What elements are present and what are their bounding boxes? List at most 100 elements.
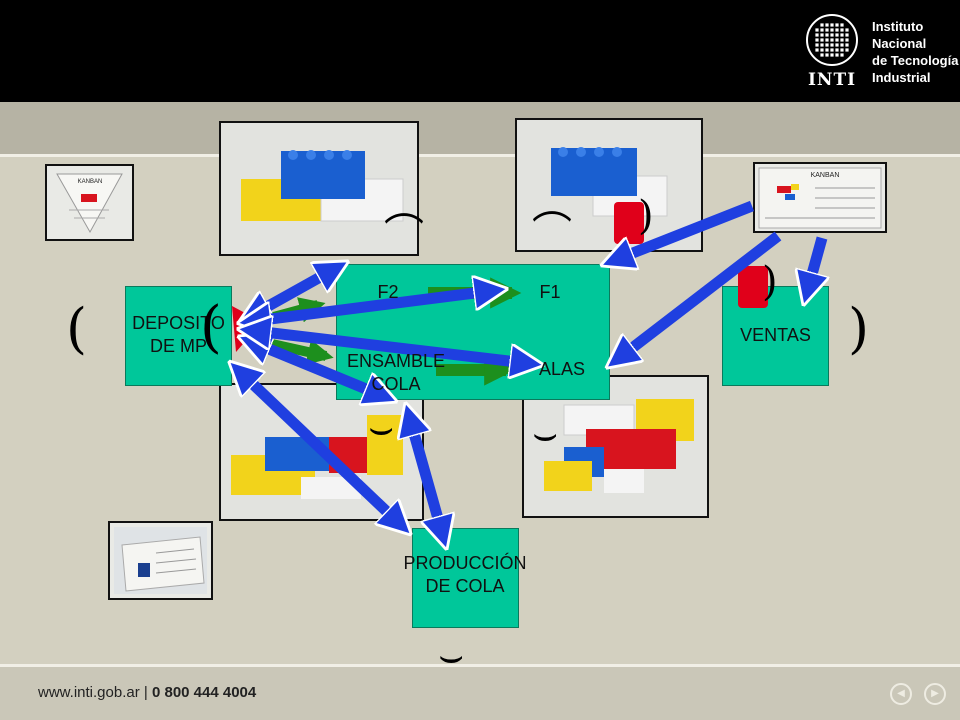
logo-dot <box>825 33 829 37</box>
logo-dot <box>840 33 844 37</box>
produccion-label-line-1: PRODUCCIÓN <box>403 553 527 573</box>
logo-dot <box>845 43 849 47</box>
logo-dot <box>825 48 829 52</box>
kanban-card-title-sales: KANBAN <box>811 172 840 179</box>
ensamble-label: ENSAMBLE COLA <box>336 350 456 396</box>
operator-ensamble-icon: ⌣ <box>368 405 395 451</box>
logo-dot <box>840 28 844 32</box>
logo-dot <box>815 33 819 37</box>
kanban-arrow-sales-to-ventas <box>806 236 822 296</box>
logo-dot <box>835 48 839 52</box>
footer-contact: www.inti.gob.ar | 0 800 444 4004 <box>38 684 256 701</box>
logo-dot <box>815 48 819 52</box>
kanban-card-bag <box>108 521 213 600</box>
logo-dot <box>830 23 834 27</box>
logo-dot <box>840 53 844 57</box>
previous-arrow-icon[interactable]: ◀ <box>890 683 912 705</box>
logo-dot <box>825 53 829 57</box>
deposito-label-line-2: DE MP <box>149 336 207 356</box>
deposito-label-line-1: DEPOSITO <box>132 313 225 333</box>
logo-dot <box>835 38 839 42</box>
kanban-arrow-sales-to-f1 <box>610 200 755 262</box>
logo-dot <box>845 28 849 32</box>
produccion-label-line-2: DE COLA <box>425 576 505 596</box>
deposito-label: DEPOSITO DE MP <box>118 312 239 358</box>
logo-dot <box>820 48 824 52</box>
logo-dot <box>830 28 834 32</box>
logo-dot <box>825 38 829 42</box>
operator-fuselage-icon: ) <box>638 193 654 239</box>
logo-dot <box>835 53 839 57</box>
alas-label: ALAS <box>538 359 586 379</box>
operator-f2-icon: ⌒ <box>384 211 424 257</box>
logo-dot <box>815 38 819 42</box>
kanban-arrow-sales-to-alas <box>614 231 782 362</box>
logo-dot <box>835 28 839 32</box>
footer-separator: | <box>143 684 148 701</box>
logo-dot <box>840 38 844 42</box>
logo-dot <box>830 53 834 57</box>
org-line-1: Instituto <box>872 19 924 34</box>
logo-dot <box>830 43 834 47</box>
kanban-arrow-to-alas <box>247 330 534 364</box>
logo-dot <box>830 38 834 42</box>
person-bracket-ventas-icon: ) <box>848 297 870 360</box>
ventas-label: VENTAS <box>740 325 811 345</box>
logo-dot <box>820 28 824 32</box>
logo-dot <box>830 33 834 37</box>
org-line-4: Industrial <box>872 70 931 85</box>
ensamble-label-line-2: COLA <box>371 374 421 394</box>
logo-dot <box>835 33 839 37</box>
operator-alas-icon: ⌣ <box>532 411 559 457</box>
logo-dot <box>840 23 844 27</box>
photo-fuselage-top <box>515 118 703 252</box>
kanban-card-title: KANBAN <box>78 179 103 185</box>
logo-dot <box>845 48 849 52</box>
footer-bar <box>0 667 960 720</box>
org-line-3: de Tecnología <box>872 53 959 68</box>
signal-card-fuselage <box>614 202 644 244</box>
logo-dot <box>820 38 824 42</box>
logo-dot <box>845 33 849 37</box>
logo-dot <box>820 23 824 27</box>
logo-dot <box>820 53 824 57</box>
logo-dot <box>825 43 829 47</box>
kanban-arrow-to-produccion <box>236 368 404 528</box>
kanban-arrow-ensamble-produccion <box>408 412 444 540</box>
logo-dot <box>820 33 824 37</box>
logo-dot <box>835 23 839 27</box>
organization-name: Instituto Nacional de Tecnología Industr… <box>872 18 958 86</box>
kanban-card-sales: KANBAN <box>753 162 887 233</box>
logo-dot <box>825 28 829 32</box>
logo-wordmark: INTI <box>807 70 857 90</box>
person-bracket-deposito-icon: ( <box>200 295 222 360</box>
kanban-card-triangle: KANBAN <box>45 164 134 241</box>
signal-card-ventas <box>738 266 768 308</box>
logo-dot <box>845 38 849 42</box>
org-line-2: Nacional <box>872 36 927 51</box>
photo-assembled-tail-top <box>219 121 419 256</box>
next-arrow-icon[interactable]: ▶ <box>924 683 946 705</box>
website-link[interactable]: www.inti.gob.ar <box>38 684 140 701</box>
logo-dot <box>835 43 839 47</box>
logo-dot <box>820 43 824 47</box>
logo-dot <box>815 43 819 47</box>
operator-f1-icon: ⌒ <box>532 209 572 255</box>
logo-dot <box>825 23 829 27</box>
logo-dot <box>840 48 844 52</box>
header-bar <box>0 0 960 102</box>
logo-dot <box>830 48 834 52</box>
f2-label: F2 <box>377 282 399 302</box>
phone-number: 0 800 444 4004 <box>151 684 257 701</box>
deposito-box <box>125 286 232 386</box>
operator-ventas-icon: ) <box>762 259 778 305</box>
f1-label: F1 <box>539 282 561 302</box>
produccion-label: PRODUCCIÓN DE COLA <box>390 552 540 598</box>
footer-divider <box>0 664 960 667</box>
logo-dot <box>840 43 844 47</box>
title-band <box>0 102 960 154</box>
band-divider <box>0 154 960 157</box>
logo-dot <box>815 28 819 32</box>
person-bracket-left-icon: ( <box>66 297 88 360</box>
